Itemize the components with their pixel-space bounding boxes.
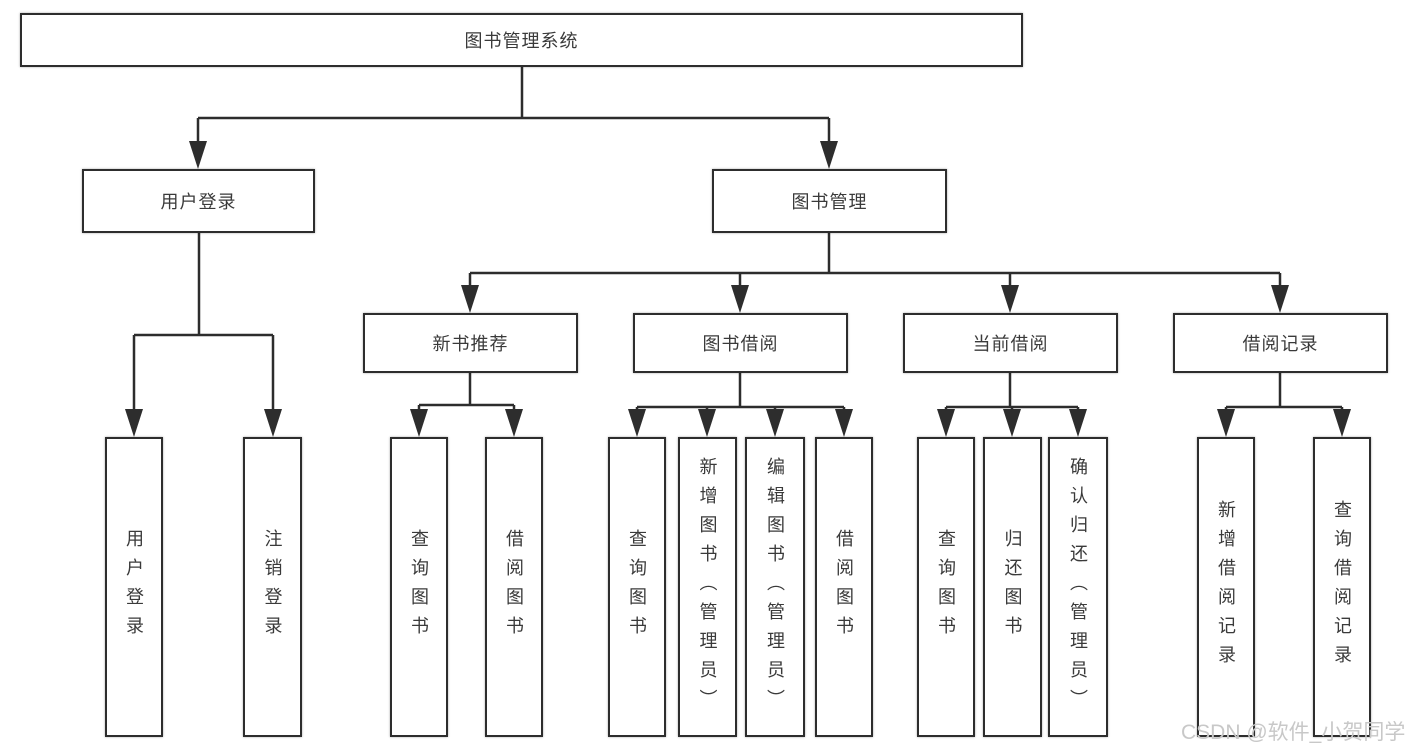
leaf-query-books-1: 查询图书 <box>390 437 448 737</box>
node-book-borrow: 图书借阅 <box>633 313 848 373</box>
leaf-borrow-books-1: 借阅图书 <box>485 437 543 737</box>
leaf-return-books-label: 归还图书 <box>1002 529 1023 645</box>
leaf-user-login: 用户登录 <box>105 437 163 737</box>
leaf-query-books-1-label: 查询图书 <box>409 529 429 645</box>
node-root: 图书管理系统 <box>20 13 1023 67</box>
leaf-borrow-books-2-label: 借阅图书 <box>834 529 854 645</box>
leaf-query-borrow-record: 查询借阅记录 <box>1313 437 1371 737</box>
leaf-query-books-3-label: 查询图书 <box>936 529 956 645</box>
node-book-management-label: 图书管理 <box>791 192 868 212</box>
leaf-add-books-admin: 新增图书（管理员） <box>678 437 737 737</box>
leaf-return-books: 归还图书 <box>983 437 1042 737</box>
leaf-edit-books-admin: 编辑图书（管理员） <box>745 437 805 737</box>
node-borrow-records-label: 借阅记录 <box>1242 334 1319 354</box>
node-current-borrow-label: 当前借阅 <box>972 334 1049 354</box>
node-user-login: 用户登录 <box>82 169 315 233</box>
node-user-login-label: 用户登录 <box>160 192 237 212</box>
node-new-book-recommend-label: 新书推荐 <box>432 334 509 354</box>
leaf-add-borrow-record-label: 新增借阅记录 <box>1216 500 1236 674</box>
node-new-book-recommend: 新书推荐 <box>363 313 578 373</box>
leaf-logout: 注销登录 <box>243 437 302 737</box>
node-root-label: 图书管理系统 <box>464 31 579 51</box>
node-book-management: 图书管理 <box>712 169 947 233</box>
leaf-user-login-label: 用户登录 <box>124 529 144 645</box>
node-borrow-records: 借阅记录 <box>1173 313 1388 373</box>
arrowheads <box>125 141 1351 437</box>
node-current-borrow: 当前借阅 <box>903 313 1118 373</box>
leaf-confirm-return-admin: 确认归还（管理员） <box>1048 437 1108 737</box>
leaf-query-borrow-record-label: 查询借阅记录 <box>1332 500 1352 674</box>
leaf-borrow-books-1-label: 借阅图书 <box>504 529 524 645</box>
leaf-confirm-return-admin-label: 确认归还（管理员） <box>1068 456 1088 718</box>
leaf-query-books-2: 查询图书 <box>608 437 666 737</box>
csdn-watermark: CSDN @软件_小贺同学 <box>1181 721 1405 744</box>
leaf-logout-label: 注销登录 <box>262 529 283 645</box>
leaf-add-borrow-record: 新增借阅记录 <box>1197 437 1255 737</box>
leaf-add-books-admin-label: 新增图书（管理员） <box>697 456 718 718</box>
leaf-edit-books-admin-label: 编辑图书（管理员） <box>765 456 785 718</box>
node-book-borrow-label: 图书借阅 <box>702 334 779 354</box>
leaf-query-books-2-label: 查询图书 <box>627 529 647 645</box>
leaf-query-books-3: 查询图书 <box>917 437 975 737</box>
leaf-borrow-books-2: 借阅图书 <box>815 437 873 737</box>
